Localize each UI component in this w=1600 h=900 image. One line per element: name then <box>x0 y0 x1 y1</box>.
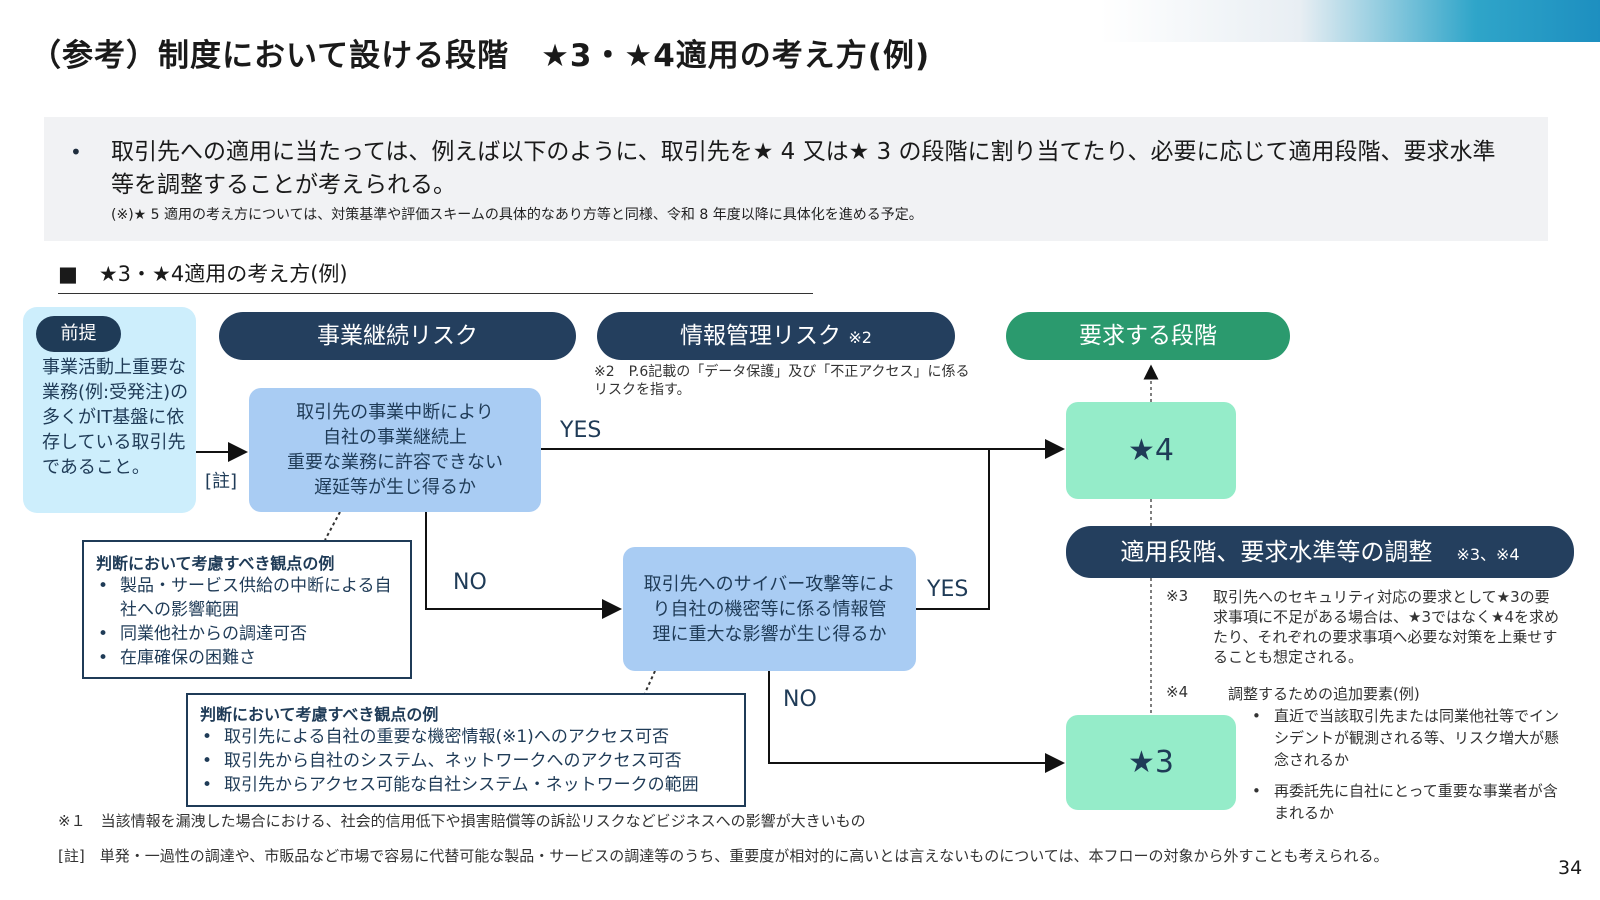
note-3-marker: ※3 <box>1166 587 1189 605</box>
section-underline <box>58 293 813 294</box>
info-risk-pill: 情報管理リスク ※2 <box>597 312 955 360</box>
page-number: 34 <box>1558 857 1583 879</box>
no-label-1: NO <box>453 570 487 595</box>
consideration-item: 同業他社からの調達可否 <box>98 622 400 646</box>
premise-tag: 前提 <box>36 316 121 352</box>
q1-line: 自社の事業継続上 <box>323 427 467 448</box>
note-4-bullet: • <box>1252 782 1261 800</box>
q2-dotted-link <box>644 670 656 694</box>
footnote-2: [註] 単発・一過性の調達や、市販品など市場で容易に代替可能な製品・サービスの調… <box>58 847 1389 865</box>
q1-dotted-link <box>324 511 341 541</box>
q2-line: 取引先へのサイバー攻撃等によ <box>643 573 896 595</box>
consideration-item: 取引先から自社のシステム、ネットワークへのアクセス可否 <box>202 749 734 773</box>
no-label-2: NO <box>783 687 817 712</box>
business-continuity-question: 取引先の事業中断により 自社の事業継続上 重要な業務に許容できない 遅延等が生じ… <box>249 388 541 512</box>
info-management-question: 取引先へのサイバー攻撃等によ り自社の機密等に係る情報管 理に重大な影響が生じ得… <box>623 547 916 671</box>
yes-label-2: YES <box>927 577 969 602</box>
consideration-box-1: 判断において考慮すべき観点の例 製品・サービス供給の中断による自社への影響範囲 … <box>82 540 412 679</box>
adjustment-note: ※3、※4 <box>1456 545 1520 564</box>
yes-label-1: YES <box>560 418 602 443</box>
star3-box: ★3 <box>1066 715 1236 810</box>
info-risk-note: ※2 <box>848 328 872 347</box>
q2-yes-connector <box>916 449 990 610</box>
intro-text: 取引先への適用に当たっては、例えば以下のように、取引先を★ 4 又は★ 3 の段… <box>111 139 1496 198</box>
required-level-pill: 要求する段階 <box>1006 312 1290 360</box>
q2-line: 理に重大な影響が生じ得るか <box>652 623 887 645</box>
note-2: ※2 P.6記載の「データ保護」及び「不正アクセス」に係るリスクを指す。 <box>594 364 970 398</box>
q1-line: 取引先の事業中断により <box>296 402 494 423</box>
premise-text: 事業活動上重要な業務(例:受発注)の多くがIT基盤に依存している取引先であること… <box>42 357 189 478</box>
header-accent-bar <box>1100 0 1600 42</box>
note-4-item: 再委託先に自社にとって重要な事業者が含まれるか <box>1274 782 1558 822</box>
adjustment-label: 適用段階、要求水準等の調整 <box>1120 538 1433 566</box>
section-heading: ■ ★3・★4適用の考え方(例) <box>58 262 348 286</box>
business-risk-pill: 事業継続リスク <box>219 312 576 360</box>
consideration-item: 取引先による自社の重要な機密情報(※1)へのアクセス可否 <box>202 725 734 749</box>
q2-no-arrow <box>768 671 1065 773</box>
consideration-heading-1: 判断において考慮すべき観点の例 <box>96 554 335 573</box>
intro-box <box>44 117 1548 241</box>
q1-line: 重要な業務に許容できない <box>287 452 503 473</box>
consideration-item: 在庫確保の困難さ <box>98 646 400 670</box>
consideration-item: 取引先からアクセス可能な自社システム・ネットワークの範囲 <box>202 773 734 797</box>
info-risk-label: 情報管理リスク <box>680 323 842 349</box>
footnote-1: ※１ 当該情報を漏洩した場合における、社会的信用低下や損害賠償等の訴訟リスクなど… <box>58 812 866 830</box>
adjustment-pill: 適用段階、要求水準等の調整 ※3、※4 <box>1066 526 1574 578</box>
intro-bullet: • <box>70 140 82 164</box>
page-title: （参考）制度において設ける段階 ★3・★4適用の考え方(例) <box>30 38 931 74</box>
note-4-heading: 調整するための追加要素(例) <box>1228 685 1420 703</box>
note-4-item: 直近で当該取引先または同業他社等でインシデントが観測される等、リスク増大が懸念さ… <box>1274 707 1560 769</box>
star4-box: ★4 <box>1066 402 1236 499</box>
q2-line: り自社の機密等に係る情報管 <box>652 598 887 620</box>
q1-no-arrow <box>425 512 622 619</box>
note-4-marker: ※4 <box>1166 683 1189 701</box>
q1-line: 遅延等が生じ得るか <box>314 477 476 498</box>
consideration-box-2: 判断において考慮すべき観点の例 取引先による自社の重要な機密情報(※1)へのアク… <box>186 693 746 807</box>
consideration-item: 製品・サービス供給の中断による自社への影響範囲 <box>98 574 400 622</box>
premise-note-marker: [註] <box>205 471 238 492</box>
note-4-bullet: • <box>1252 707 1261 725</box>
note-3-text: 取引先へのセキュリティ対応の要求として★3の要求事項に不足がある場合は、★3では… <box>1213 588 1559 666</box>
consideration-heading-2: 判断において考慮すべき観点の例 <box>200 705 439 724</box>
intro-note: (※)★ 5 適用の考え方については、対策基準や評価スキームの具体的なあり方等と… <box>111 207 923 223</box>
